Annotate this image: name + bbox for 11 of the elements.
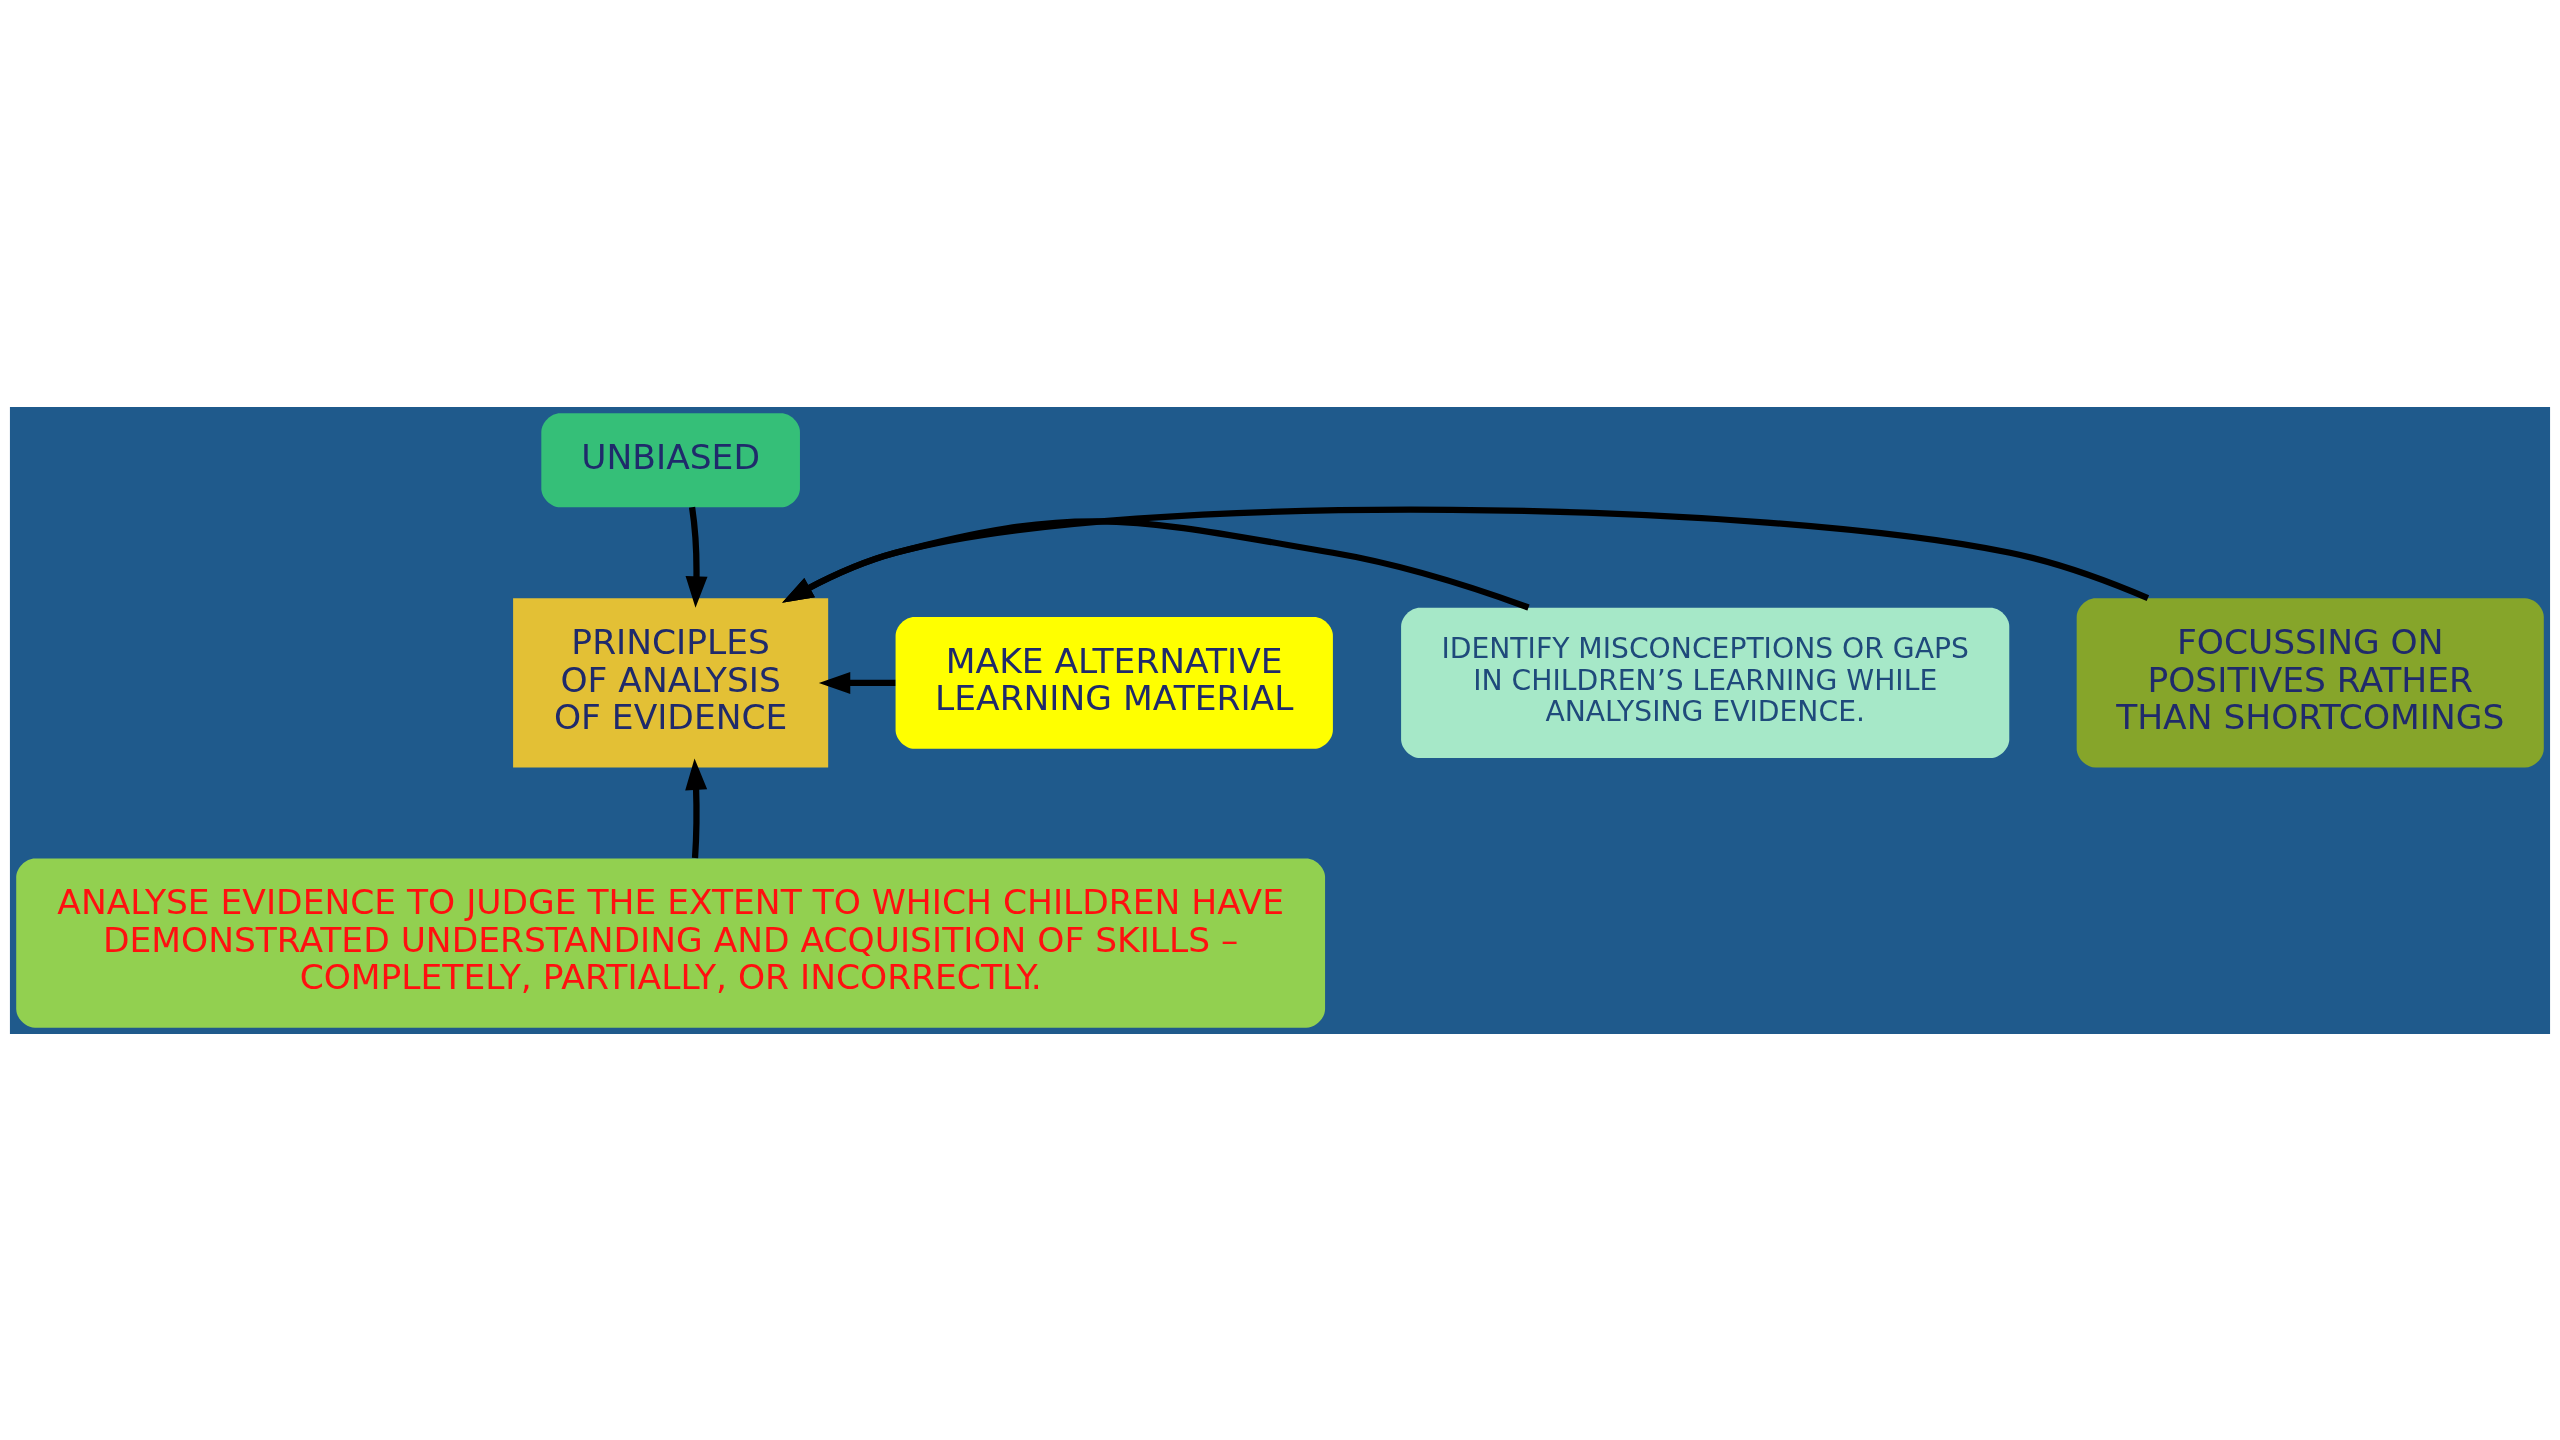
arrow [685,506,708,608]
arrow [782,506,2150,603]
node-box: PRINCIPLES OF ANALYSIS OF EVIDENCE [513,597,829,768]
node-box: MAKE ALTERNATIVE LEARNING MATERIAL [895,616,1333,749]
node-box: FOCUSSING ON POSITIVES RATHER THAN SHORTCOMINGS [2076,597,2544,768]
node-box: UNBIASED [541,412,800,507]
arrow [685,757,708,858]
node-box: ANALYSE EVIDENCE TO JUDGE THE EXTENT TO WHICH CHILDREN HAVE DEMONSTRATED UNDERSTANDING AND ACQUISITION OF SKILLS – COMPLETELY, PARTIALLY, OR INCORRECTLY. [16,857,1326,1028]
node-box: IDENTIFY MISCONCEPTIONS OR GAPS IN CHILDREN’S LEARNING WHILE ANALYSING EVIDENCE. [1401,607,2010,758]
arrow [818,671,896,694]
arrow [782,517,1530,610]
